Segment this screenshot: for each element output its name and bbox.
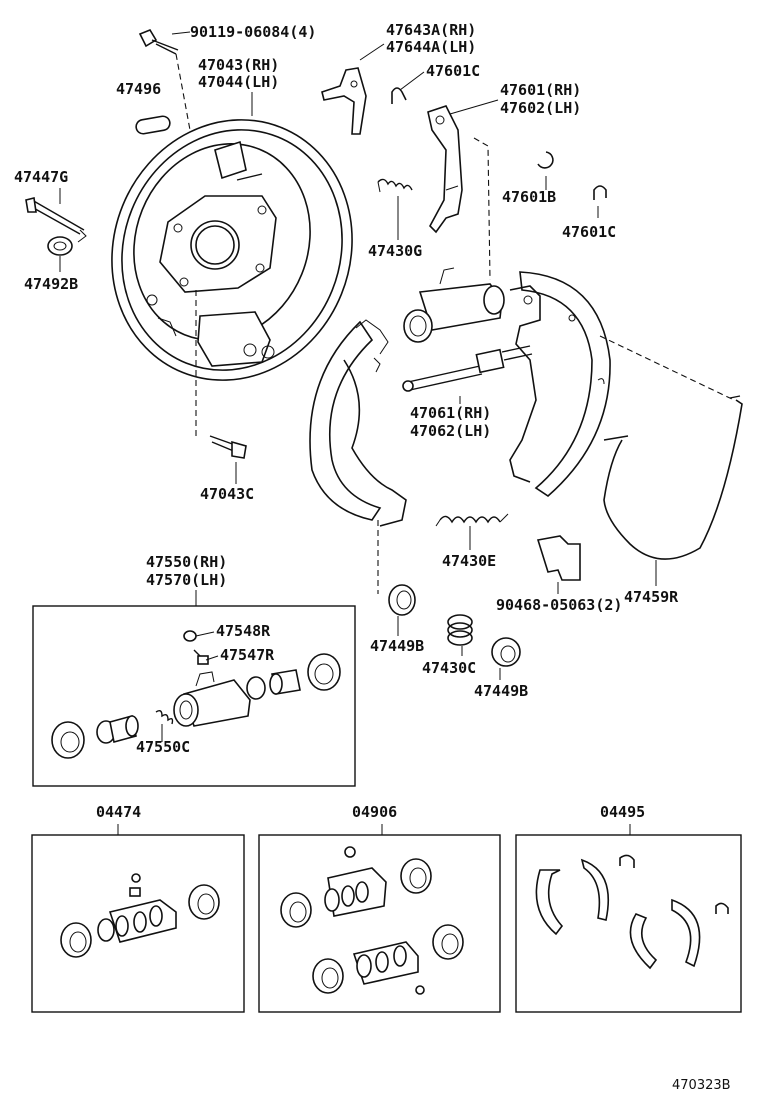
bolt-47043c[interactable] <box>209 435 247 459</box>
bracket-47643a[interactable] <box>321 67 367 135</box>
clip-47601c-right[interactable] <box>593 185 607 200</box>
box-47550 <box>32 605 356 787</box>
label-04474: 04474 <box>96 803 141 821</box>
box-04906 <box>258 824 501 1013</box>
clip-47601c-top[interactable] <box>391 87 407 104</box>
label-47459r: 47459R <box>624 588 679 606</box>
bolt-90119[interactable] <box>138 29 179 55</box>
label-47492b: 47492B <box>24 275 78 293</box>
backing-plate[interactable] <box>73 83 391 416</box>
label-47061: 47061(RH) <box>410 404 491 422</box>
spring-47430c[interactable] <box>447 614 473 646</box>
label-47550c: 47550C <box>136 738 190 756</box>
clip-90468[interactable] <box>536 535 581 581</box>
label-47044: 47044(LH) <box>198 73 279 91</box>
wheel-cylinder[interactable] <box>403 267 505 343</box>
lever-47601[interactable] <box>427 105 463 234</box>
plug-47496[interactable] <box>135 115 171 135</box>
label-47447g: 47447G <box>14 168 68 186</box>
cable-47459r[interactable] <box>603 395 743 560</box>
diagram-code: 470323B <box>672 1078 731 1093</box>
label-90468: 90468-05063(2) <box>496 596 622 614</box>
label-90119: 90119-06084(4) <box>190 23 316 41</box>
cylinder-body[interactable] <box>173 671 251 727</box>
label-47602: 47602(LH) <box>500 99 581 117</box>
box-04474 <box>31 824 245 1013</box>
label-47570: 47570(LH) <box>146 571 227 589</box>
label-47601b: 47601B <box>502 188 556 206</box>
label-47496: 47496 <box>116 80 161 98</box>
spring-47430e[interactable] <box>435 513 509 527</box>
cup-47449b-left[interactable] <box>388 584 416 616</box>
label-47449b-right: 47449B <box>474 682 528 700</box>
label-47601c-top: 47601C <box>426 62 480 80</box>
label-47430e: 47430E <box>442 552 496 570</box>
label-04906: 04906 <box>352 803 397 821</box>
shoe-left[interactable] <box>309 319 407 527</box>
cup-47449b-right[interactable] <box>491 637 521 667</box>
label-47644a: 47644A(LH) <box>386 38 476 56</box>
label-47547r: 47547R <box>220 646 275 664</box>
grommet-47492b[interactable] <box>47 236 73 256</box>
label-47430g: 47430G <box>368 242 422 260</box>
label-47548r: 47548R <box>216 622 271 640</box>
label-47043: 47043(RH) <box>198 56 279 74</box>
label-04495: 04495 <box>600 803 645 821</box>
label-47043c: 47043C <box>200 485 254 503</box>
bleeder-cap[interactable] <box>183 630 197 642</box>
adjuster-47061[interactable] <box>402 345 533 392</box>
bleeder-screw[interactable] <box>193 649 209 665</box>
label-47062: 47062(LH) <box>410 422 491 440</box>
strut-47447g[interactable] <box>25 197 87 243</box>
label-47601c-right: 47601C <box>562 223 616 241</box>
spring-47430g[interactable] <box>377 178 413 193</box>
box-04495 <box>515 824 742 1013</box>
label-47550: 47550(RH) <box>146 553 227 571</box>
clip-47601b[interactable] <box>537 151 554 169</box>
label-47449b-left: 47449B <box>370 637 424 655</box>
shoe-right[interactable] <box>509 271 611 498</box>
label-47430c: 47430C <box>422 659 476 677</box>
label-47601: 47601(RH) <box>500 81 581 99</box>
label-47643a: 47643A(RH) <box>386 21 476 39</box>
